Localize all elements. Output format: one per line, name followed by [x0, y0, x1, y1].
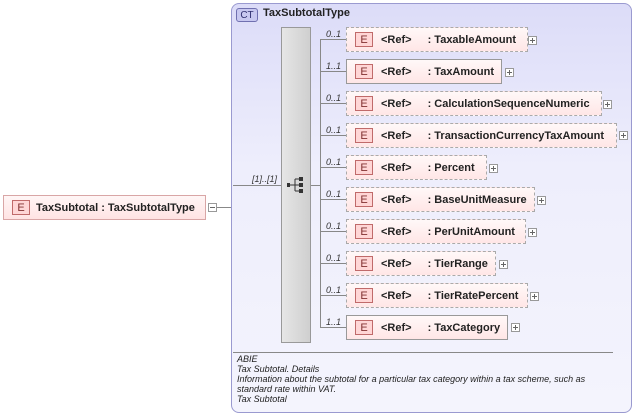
- collapse-icon[interactable]: [208, 203, 217, 212]
- element-name: : TransactionCurrencyTaxAmount: [427, 129, 605, 142]
- element-badge: E: [355, 160, 373, 175]
- connector-line: [320, 167, 346, 168]
- connector-line: [311, 185, 320, 186]
- expand-icon[interactable]: [505, 68, 514, 77]
- sequence-icon: [287, 177, 303, 193]
- occurrence-label: 0..1: [326, 29, 342, 39]
- documentation-panel: ABIE Tax Subtotal. Details Information a…: [237, 354, 617, 404]
- element-badge: E: [355, 64, 373, 79]
- occurrence-label: 1..1: [326, 317, 342, 327]
- element-badge: E: [355, 192, 373, 207]
- doc-line: Tax Subtotal: [237, 394, 287, 404]
- expand-icon[interactable]: [499, 260, 508, 269]
- element-badge: E: [355, 288, 373, 303]
- element-badge: E: [355, 320, 373, 335]
- doc-line: Tax Subtotal. Details: [237, 364, 320, 374]
- connector-line: [233, 185, 281, 186]
- element-name: : TaxableAmount: [427, 33, 516, 46]
- connector-line: [320, 71, 346, 72]
- element-name: : TierRatePercent: [427, 289, 519, 302]
- element-calculation-sequence-numeric[interactable]: E <Ref> : CalculationSequenceNumeric: [346, 91, 602, 116]
- occurrence-label: 1..1: [326, 61, 342, 71]
- connector-line: [217, 207, 231, 208]
- element-tax-category[interactable]: E <Ref> : TaxCategory: [346, 315, 508, 340]
- element-tier-rate-percent[interactable]: E <Ref> : TierRatePercent: [346, 283, 528, 308]
- sequence-occurrence: [1]..[1]: [252, 174, 278, 184]
- element-badge: E: [355, 128, 373, 143]
- expand-icon[interactable]: [489, 164, 498, 173]
- root-element-box[interactable]: E TaxSubtotal : TaxSubtotalType: [3, 195, 206, 220]
- complex-type-title: TaxSubtotalType: [263, 7, 350, 19]
- doc-line: Information about the subtotal for a par…: [237, 374, 586, 394]
- occurrence-label: 0..1: [326, 221, 342, 231]
- element-name: : PerUnitAmount: [427, 225, 515, 238]
- element-percent[interactable]: E <Ref> : Percent: [346, 155, 487, 180]
- element-badge: E: [355, 32, 373, 47]
- connector-line: [320, 39, 346, 40]
- expand-icon[interactable]: [530, 292, 539, 301]
- element-name: : TierRange: [427, 257, 488, 270]
- expand-icon[interactable]: [528, 36, 537, 45]
- expand-icon[interactable]: [511, 323, 520, 332]
- element-badge: E: [355, 224, 373, 239]
- element-tax-amount[interactable]: E <Ref> : TaxAmount: [346, 59, 502, 84]
- ref-label: <Ref>: [381, 65, 412, 78]
- connector-line: [320, 295, 346, 296]
- element-base-unit-measure[interactable]: E <Ref> : BaseUnitMeasure: [346, 187, 535, 212]
- ref-label: <Ref>: [381, 257, 412, 270]
- occurrence-label: 0..1: [326, 93, 342, 103]
- ref-label: <Ref>: [381, 33, 412, 46]
- occurrence-label: 0..1: [326, 285, 342, 295]
- ref-label: <Ref>: [381, 97, 412, 110]
- expand-icon[interactable]: [619, 131, 628, 140]
- element-name: : TaxCategory: [427, 321, 501, 334]
- connector-line: [320, 103, 346, 104]
- connector-line: [320, 199, 346, 200]
- ref-label: <Ref>: [381, 225, 412, 238]
- doc-line: ABIE: [237, 354, 258, 364]
- element-badge: E: [12, 200, 30, 215]
- element-transaction-currency-tax-amount[interactable]: E <Ref> : TransactionCurrencyTaxAmount: [346, 123, 617, 148]
- connector-line: [320, 263, 346, 264]
- occurrence-label: 0..1: [326, 189, 342, 199]
- element-name: : BaseUnitMeasure: [427, 193, 527, 206]
- occurrence-label: 0..1: [326, 253, 342, 263]
- element-per-unit-amount[interactable]: E <Ref> : PerUnitAmount: [346, 219, 526, 244]
- element-tier-range[interactable]: E <Ref> : TierRange: [346, 251, 496, 276]
- expand-icon[interactable]: [537, 196, 546, 205]
- element-name: : CalculationSequenceNumeric: [427, 97, 590, 110]
- ref-label: <Ref>: [381, 129, 412, 142]
- documentation-separator: [233, 352, 613, 353]
- connector-line: [320, 135, 346, 136]
- occurrence-label: 0..1: [326, 157, 342, 167]
- ref-label: <Ref>: [381, 289, 412, 302]
- ref-label: <Ref>: [381, 193, 412, 206]
- connector-line: [320, 231, 346, 232]
- element-badge: E: [355, 256, 373, 271]
- expand-icon[interactable]: [603, 100, 612, 109]
- ref-label: <Ref>: [381, 321, 412, 334]
- complex-type-badge: CT: [236, 8, 258, 22]
- expand-icon[interactable]: [528, 228, 537, 237]
- root-element-label: TaxSubtotal : TaxSubtotalType: [36, 201, 195, 214]
- element-badge: E: [355, 96, 373, 111]
- element-name: : Percent: [427, 161, 475, 174]
- element-name: : TaxAmount: [427, 65, 494, 78]
- ref-label: <Ref>: [381, 161, 412, 174]
- occurrence-label: 0..1: [326, 125, 342, 135]
- connector-line: [320, 327, 346, 328]
- element-taxable-amount[interactable]: E <Ref> : TaxableAmount: [346, 27, 528, 52]
- connector-line: [320, 39, 321, 327]
